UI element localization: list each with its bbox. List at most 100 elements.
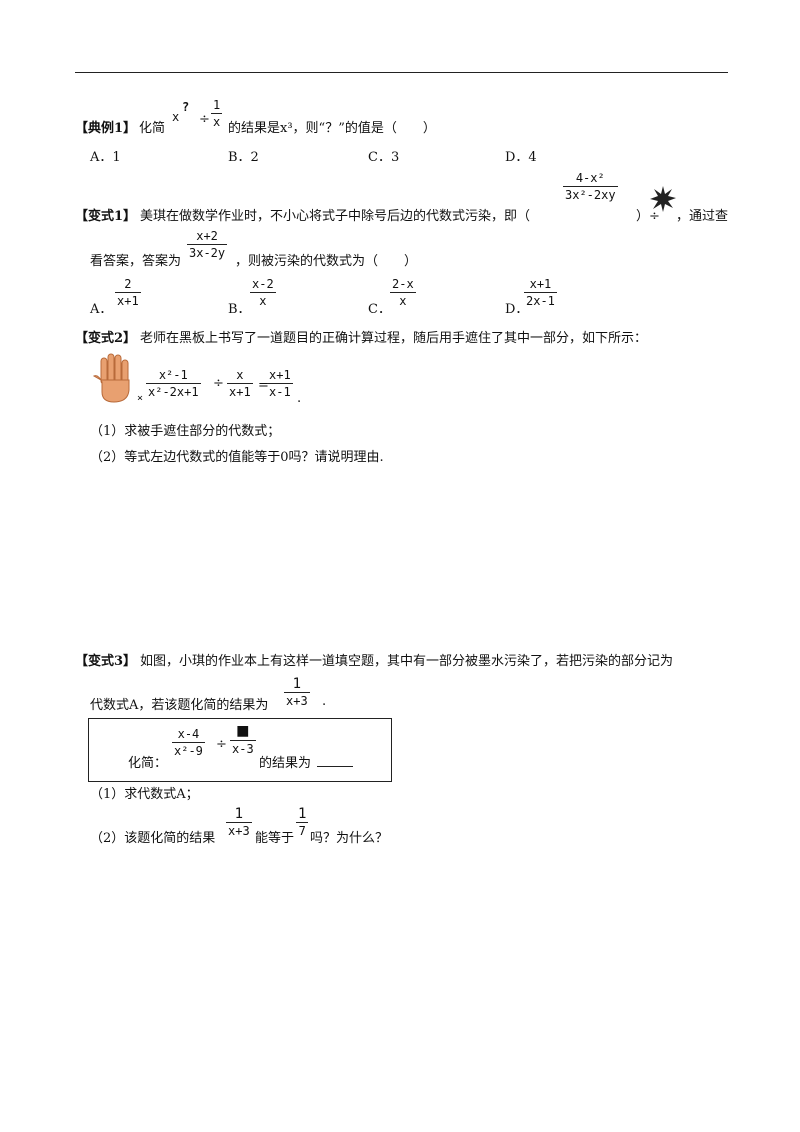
var1-opt-b-fraction: x-2 x xyxy=(250,276,276,309)
ex1-base: x xyxy=(172,110,180,124)
var3-q1: （1）求代数式A； xyxy=(90,787,199,802)
var3-q2-fraction: 1 x+3 xyxy=(226,806,252,839)
box-div: ÷ xyxy=(216,737,227,752)
var1-after: ，通过查 xyxy=(676,209,729,224)
var2-fraction-3: x+1 x-1 xyxy=(267,367,293,400)
var1-opt-d-fraction: x+1 2x-1 xyxy=(524,276,557,309)
box-fraction-1: x-4 x²-9 xyxy=(172,726,205,759)
var3-q2-den2: 7 xyxy=(298,824,306,838)
var3-q2-den: x+3 xyxy=(228,824,250,838)
opt-b-num: x-2 xyxy=(252,277,274,291)
ex1-option-c: C．3 xyxy=(368,150,400,165)
var1-close: ）÷ xyxy=(636,209,660,224)
ex1-option-b: B．2 xyxy=(228,150,259,165)
var2-f1-num: x²-1 xyxy=(158,368,188,382)
var1-frac-den: 3x²-2xy xyxy=(565,188,616,202)
box-f1-num: x-4 xyxy=(177,727,200,741)
opt-d-den: 2x-1 xyxy=(526,294,555,308)
opt-c-den: x xyxy=(399,294,407,308)
var2-f2-den: x+1 xyxy=(229,385,251,399)
var1-tag: 【变式1】 xyxy=(75,209,137,224)
var3-q2b: 能等于 xyxy=(255,831,295,846)
fraction-bar xyxy=(115,292,141,293)
ex1-div: ÷ xyxy=(199,112,210,127)
box-f2-den: x-3 xyxy=(232,742,254,756)
ink-square-icon: ■ xyxy=(237,720,249,741)
var1-opt-a-fraction: 2 x+1 xyxy=(115,276,141,309)
var2-f3-num: x+1 xyxy=(269,368,291,382)
fraction-bar xyxy=(211,113,223,114)
opt-c-num: 2-x xyxy=(392,277,414,291)
var3-res-den: x+3 xyxy=(286,694,308,708)
var1-line2a: 看答案，答案为 xyxy=(90,254,182,269)
fraction-bar xyxy=(250,292,276,293)
var2-fraction-2: x x+1 xyxy=(227,367,253,400)
box-label: 化简： xyxy=(128,756,168,771)
hand-icon xyxy=(92,353,130,403)
var3-tag: 【变式3】 xyxy=(75,654,137,669)
var2-div: ÷ xyxy=(213,376,224,391)
var1-opt-c-label: C． xyxy=(368,302,391,317)
var3-q2a: （2）该题化简的结果 xyxy=(90,831,216,846)
var2-text: 老师在黑板上书写了一道题目的正确计算过程，随后用手遮住了其中一部分，如下所示： xyxy=(140,331,648,346)
var1-ans-num: x+2 xyxy=(196,229,218,243)
fraction-bar xyxy=(187,244,228,245)
fraction-bar xyxy=(296,822,309,823)
var3-q2c: 吗？为什么？ xyxy=(310,831,389,846)
var3-period: . xyxy=(322,694,327,709)
var2-eq: = xyxy=(258,378,269,393)
var2-q2: （2）等式左边代数式的值能等于0吗？请说明理由. xyxy=(90,450,384,465)
fraction-bar xyxy=(172,742,205,743)
var1-line2b: ，则被污染的代数式为（ ） xyxy=(235,254,418,269)
opt-a-den: x+1 xyxy=(117,294,139,308)
var3-q2-fraction-2: 1 7 xyxy=(296,806,309,839)
var2-f2-num: x xyxy=(236,368,244,382)
var1-ans-den: 3x-2y xyxy=(189,246,226,260)
var3-line2a: 代数式A，若该题化简的结果为 xyxy=(90,698,269,713)
var1-opt-d-label: D． xyxy=(505,302,529,317)
box-fraction-2: ■ x-3 xyxy=(230,722,256,757)
ex1-tail: 的结果是x³，则“？”的值是（ ） xyxy=(228,121,436,136)
ex1-lead: 化简 xyxy=(139,121,166,136)
fraction-bar xyxy=(230,740,256,741)
answer-blank xyxy=(317,756,353,767)
var1-frac-num: 4-x² xyxy=(575,171,605,185)
var2-q1: （1）求被手遮住部分的代数式； xyxy=(90,424,281,439)
fraction-bar xyxy=(390,292,416,293)
box-tail: 的结果为 xyxy=(259,756,312,771)
box-f1-den: x²-9 xyxy=(174,744,203,758)
fraction-bar xyxy=(227,383,253,384)
opt-d-num: x+1 xyxy=(529,277,552,291)
ex1-exp: ? xyxy=(182,100,190,114)
var3-result-fraction: 1 x+3 xyxy=(284,676,310,709)
var1-text: 美琪在做数学作业时，不小心将式子中除号后边的代数式污染，即（ xyxy=(140,209,531,224)
var2-period: . xyxy=(297,391,302,406)
var2-tag: 【变式2】 xyxy=(75,331,137,346)
var3-q2-num: 1 xyxy=(234,806,244,822)
ex1-option-d: D．4 xyxy=(505,150,537,165)
var3-q2-num2: 1 xyxy=(298,806,307,822)
fraction-bar xyxy=(524,292,557,293)
fraction-bar xyxy=(267,383,293,384)
var1-opt-a-label: A． xyxy=(90,302,113,317)
ex1-fraction: 1 x xyxy=(211,97,223,130)
fraction-bar xyxy=(226,822,252,823)
ex1-tag: 【典例1】 xyxy=(75,121,137,136)
var2-f1-den: x²-2x+1 xyxy=(148,385,199,399)
fraction-bar xyxy=(146,383,201,384)
var2-fraction-1: x²-1 x²-2x+1 xyxy=(146,367,201,400)
exercise-box xyxy=(88,718,392,782)
ex1-option-a: A．1 xyxy=(90,150,121,165)
var1-opt-c-fraction: 2-x x xyxy=(390,276,416,309)
ex1-frac-num: 1 xyxy=(213,98,221,112)
var1-answer-fraction: x+2 3x-2y xyxy=(187,228,228,261)
var3-text: 如图，小琪的作业本上有这样一道填空题，其中有一部分被墨水污染了，若把污染的部分记… xyxy=(140,654,674,669)
ink-blot-icon xyxy=(650,186,676,212)
ex1-frac-den: x xyxy=(213,115,221,129)
opt-b-den: x xyxy=(259,294,267,308)
var3-res-num: 1 xyxy=(292,676,302,692)
fraction-bar xyxy=(563,186,618,187)
var1-opt-b-label: B． xyxy=(228,302,251,317)
var2-f3-den: x-1 xyxy=(269,385,291,399)
var2-times: × xyxy=(137,393,144,404)
